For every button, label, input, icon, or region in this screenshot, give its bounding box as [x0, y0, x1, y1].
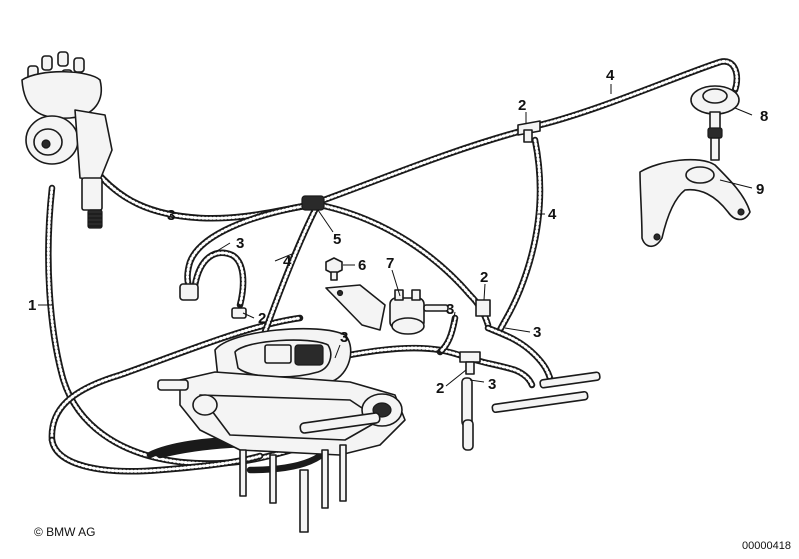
callout-2-top: 2	[518, 97, 526, 114]
callout-9: 9	[756, 181, 764, 198]
callout-3-right: 3	[533, 324, 541, 341]
vacuum-valve-7	[325, 284, 449, 335]
connector-left	[231, 307, 247, 319]
callout-7: 7	[386, 255, 394, 272]
hose-end-fitting	[179, 283, 199, 301]
carb-stud-2	[269, 454, 277, 504]
callout-labels: 1 2 2 2 2 3 3 3 3 3 3 4 4 4 5 6 7 8 9	[28, 67, 768, 397]
distributor	[21, 51, 113, 229]
document-id: 00000418	[742, 540, 791, 552]
callout-3-valve: 3	[446, 301, 454, 318]
callout-1: 1	[28, 297, 36, 314]
callout-6: 6	[358, 257, 366, 274]
junction-5	[301, 195, 325, 211]
carburettor	[157, 327, 406, 533]
callout-2-left: 2	[258, 310, 266, 327]
callout-2-right: 2	[480, 269, 488, 286]
metal-pipe	[491, 390, 589, 414]
bolt-6	[325, 257, 343, 281]
callout-4-right: 4	[548, 206, 557, 223]
callout-8: 8	[760, 108, 768, 125]
tee-connector-right	[475, 299, 491, 317]
callout-4-top: 4	[606, 67, 615, 84]
callout-3-dist: 3	[167, 207, 175, 224]
bracket-9	[639, 158, 751, 248]
carb-stud-3	[299, 469, 309, 533]
copyright-notice: © BMW AG	[34, 525, 96, 539]
callout-2-lower: 2	[436, 380, 444, 397]
vacuum-unit-8	[690, 85, 740, 161]
callout-5: 5	[333, 231, 341, 248]
carb-stud-1	[239, 449, 247, 497]
callout-3-lower: 3	[488, 376, 496, 393]
leader-lines	[38, 84, 753, 387]
callout-3-loop: 3	[236, 235, 244, 252]
connectors	[179, 120, 601, 451]
callout-3-carb: 3	[340, 329, 348, 346]
hose-4-right	[496, 136, 544, 334]
short-hose-piece	[461, 377, 473, 427]
carb-stud-5	[339, 444, 347, 502]
callout-4-left: 4	[283, 253, 292, 270]
tee-connector-lower	[459, 351, 481, 363]
carb-stud-4	[321, 449, 329, 509]
